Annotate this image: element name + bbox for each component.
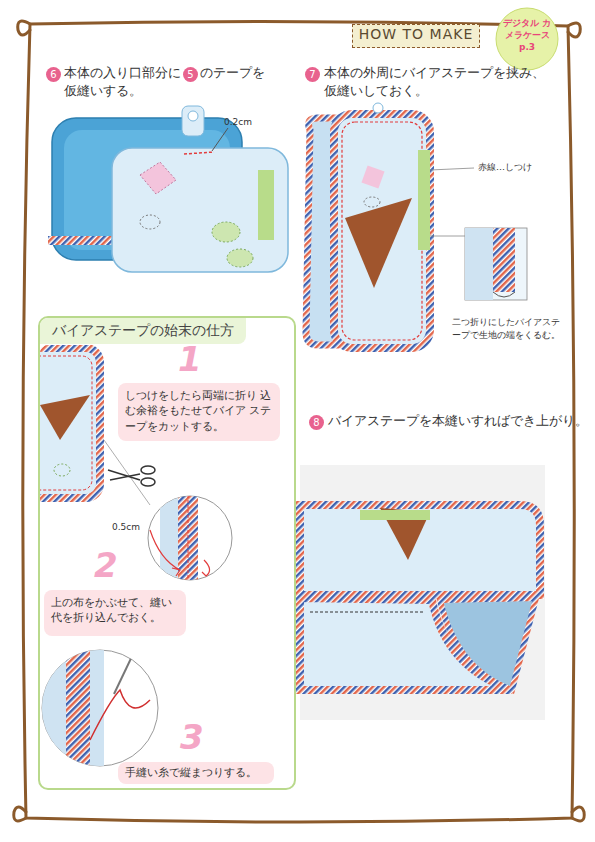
inset-fold — [493, 292, 515, 297]
frame-curl — [572, 807, 584, 821]
node-text: しつけをしたら両端に折り 込む余裕をもたせてバイア ステープをカットする。 — [125, 388, 273, 434]
basting-stitch — [184, 152, 214, 154]
note-text: 二つ折りにしたバイアステ ープで生地の端をくるむ。 — [452, 316, 568, 341]
step-text: バイアステープを本縫いすればでき上がり。 — [328, 412, 588, 430]
brown-cone — [40, 395, 90, 440]
top-panel — [300, 505, 540, 595]
case-front — [112, 148, 288, 272]
side-flap — [440, 598, 536, 690]
fold-arrow — [202, 560, 210, 576]
badge-shape — [496, 8, 558, 70]
callout-number: 5 — [183, 67, 198, 82]
snap-tab — [182, 106, 204, 136]
header-box: HOW TO MAKE — [352, 24, 480, 48]
blade — [108, 470, 140, 480]
node-text: 上の布をかぶせて、縫い 代を折り込んでおく。 — [51, 595, 179, 626]
step-note: 上の布をかぶせて、縫い 代を折り込んでおく。 — [44, 590, 186, 636]
snap — [373, 103, 383, 113]
tip-panel: バイアステープの始末の仕方しつけをしたら両端に折り 込む余裕をもたせてバイア ス… — [38, 316, 296, 790]
magnifier-2 — [40, 640, 158, 780]
bias-tape — [48, 236, 114, 245]
fabric — [160, 490, 178, 590]
dimension: 0.5cm — [112, 521, 140, 534]
node-text: デジタル カメラケース p.3 — [499, 17, 555, 53]
green-squares — [258, 170, 274, 240]
scissors — [108, 466, 155, 486]
inset-fabric — [465, 228, 493, 300]
needle — [212, 128, 228, 151]
step-text: 本体の入り口部分に — [64, 64, 181, 82]
step-number: 2 — [94, 548, 118, 582]
fabric — [40, 640, 66, 780]
dimension: 0.2cm — [224, 116, 252, 129]
callout-number: 8 — [309, 415, 324, 430]
stitch-circle — [364, 197, 380, 207]
case-step8 — [300, 465, 545, 720]
needle — [114, 650, 135, 694]
bias-tape — [178, 490, 198, 590]
basting-line — [188, 490, 189, 590]
basting-line — [40, 356, 92, 490]
fabric — [90, 640, 104, 780]
stitch-line — [310, 612, 425, 613]
step-note: しつけをしたら両端に折り 込む余裕をもたせてバイア ステープをカットする。 — [118, 383, 280, 441]
node-text: 手縫い糸で縦まつりする。 — [125, 765, 267, 780]
page-badge: デジタル カメラケース p.3 — [494, 6, 560, 72]
frame-curl — [568, 23, 580, 37]
thread — [90, 690, 150, 740]
frame-curl — [18, 21, 30, 35]
inset-frame — [465, 228, 527, 300]
blade — [110, 474, 140, 480]
magnifier-1 — [148, 490, 232, 590]
callout-number: 6 — [46, 67, 61, 82]
green-patch — [54, 464, 70, 476]
step-text: 本体の外周にバイアステープを挟み、 仮縫いしておく。 — [324, 64, 556, 100]
green-squares — [360, 510, 430, 520]
step-text: 仮縫いする。 — [64, 82, 142, 100]
step-text: のテープを — [200, 64, 265, 82]
fold-arrow — [150, 530, 180, 576]
node-text: HOW TO MAKE — [353, 25, 479, 45]
brown-cone — [345, 198, 412, 288]
step-number: 3 — [180, 720, 204, 754]
panel-corner — [40, 348, 100, 498]
green-squares — [418, 150, 430, 250]
leader-line — [430, 236, 465, 237]
photo-bg — [300, 465, 545, 720]
inset-bias — [493, 228, 515, 292]
basting-line — [342, 122, 422, 340]
pink-patch — [361, 165, 384, 188]
case-step7 — [306, 103, 527, 348]
green-patch — [212, 222, 240, 242]
leader-line — [430, 168, 474, 170]
frame-curl — [14, 807, 26, 821]
step-number: 1 — [178, 342, 202, 376]
case-front — [334, 114, 430, 348]
step-note: 手縫い糸で縦まつりする。 — [118, 762, 274, 784]
handle — [141, 466, 155, 474]
note-text: 赤線…しつけ — [478, 161, 532, 174]
snap — [188, 111, 198, 121]
green-patch — [227, 249, 253, 267]
panel-title: バイアステープの始末の仕方 — [40, 318, 246, 344]
stitch-circle — [140, 215, 160, 229]
callout-number: 7 — [305, 67, 320, 82]
bias-tape — [66, 640, 90, 780]
case-step6 — [48, 106, 288, 272]
pink-patch — [140, 162, 176, 194]
handle — [141, 478, 155, 486]
